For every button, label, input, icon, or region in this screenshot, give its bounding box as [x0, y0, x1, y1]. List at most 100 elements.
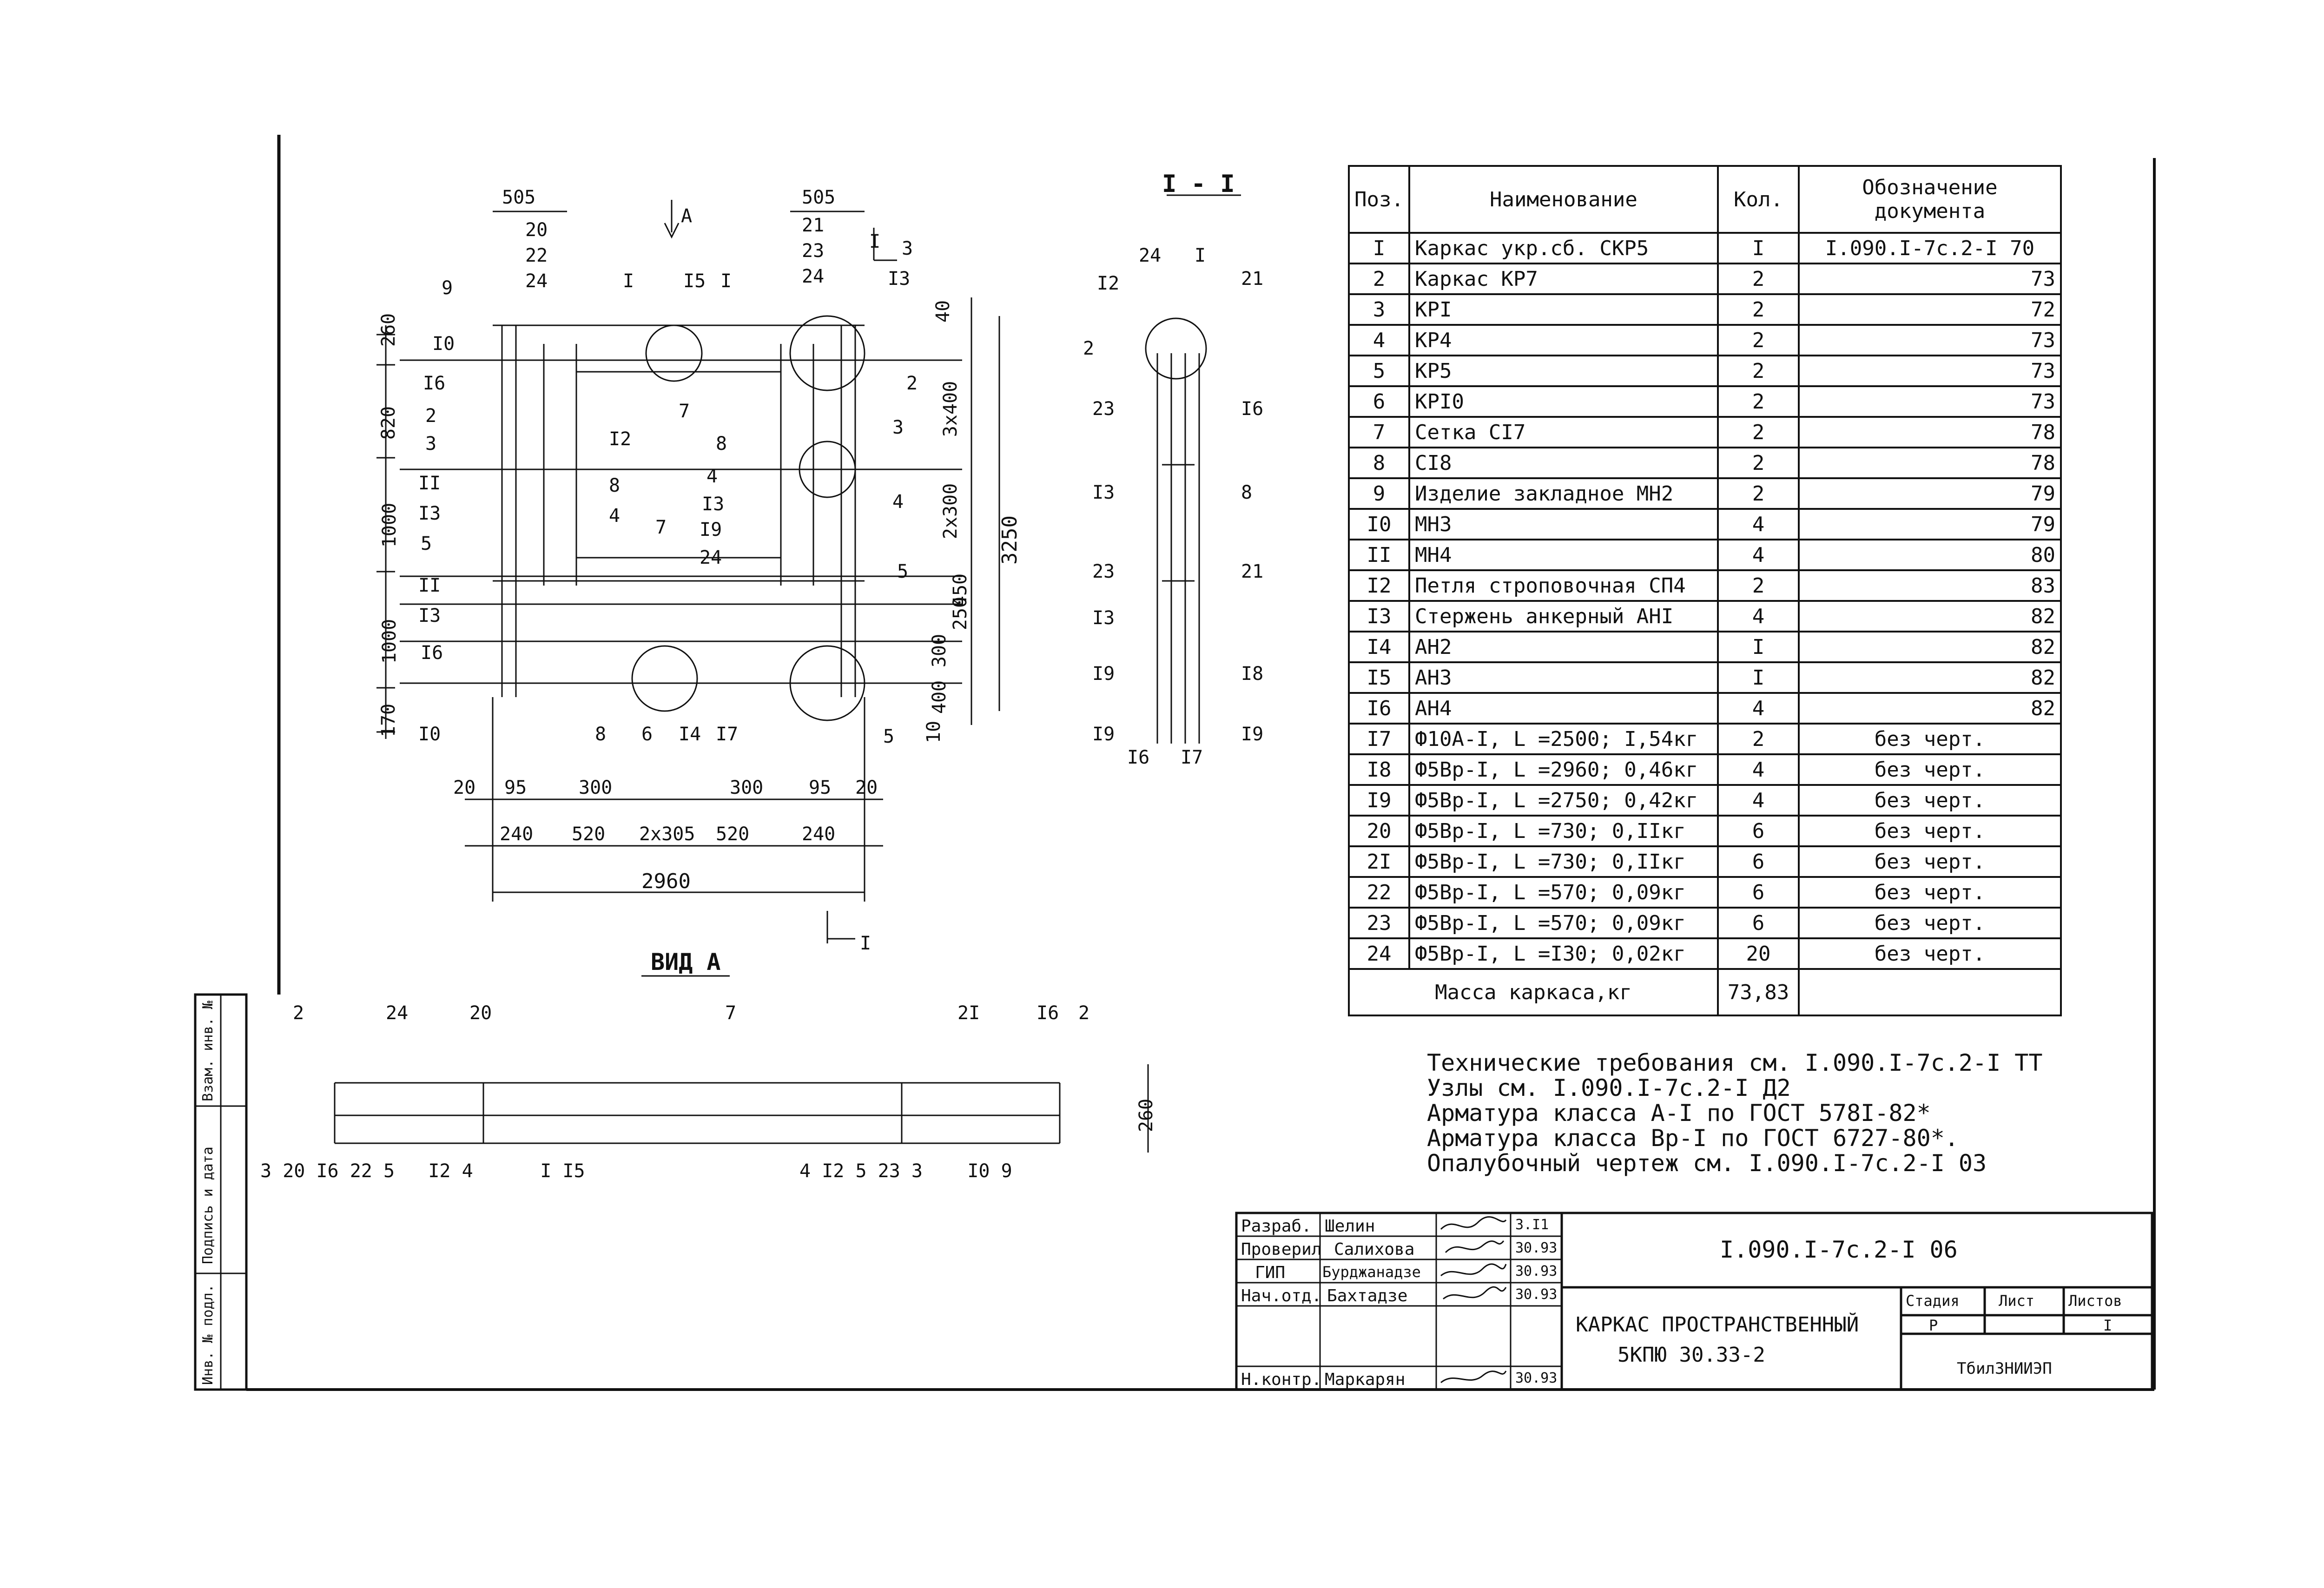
spec-doc: без черт. — [1797, 784, 2062, 817]
dim-right-7: 400 — [929, 680, 951, 714]
plan-callout-right: 5 — [897, 561, 909, 582]
dim-left-1: 260 — [378, 313, 400, 347]
tb-name: Салихова — [1334, 1240, 1415, 1259]
section-callout-right: I8 — [1241, 663, 1264, 685]
view-callout-bottom: 5 — [383, 1160, 395, 1182]
view-callout-bottom: I2 — [822, 1160, 845, 1182]
view-height-dim: 260 — [1136, 1098, 1157, 1133]
section-callout-left: 23 — [1092, 561, 1115, 582]
spec-name: АН4 — [1408, 692, 1719, 725]
dim-right-3: 2x300 — [940, 483, 962, 540]
plan-callout-left: II — [418, 473, 441, 494]
spec-doc: 73 — [1797, 263, 2062, 295]
plan-callout-inner: I3 — [702, 494, 725, 515]
spec-name: Ф5Вр-I, L =I30; 0,02кг — [1408, 937, 1719, 970]
dim-top-left: 505 — [502, 187, 536, 208]
tb-role: ГИП — [1255, 1263, 1286, 1282]
spec-doc: I.090.I-7c.2-I 70 — [1797, 232, 2062, 264]
spec-qty: 2 — [1717, 447, 1800, 479]
spec-qty: 4 — [1717, 692, 1800, 725]
spec-pos: I0 — [1348, 508, 1410, 540]
spec-name: КР5 — [1408, 355, 1719, 387]
tb-date: 3.I1 — [1515, 1217, 1549, 1233]
view-callout-bottom: I — [540, 1160, 552, 1182]
sheets-label: Листов — [2068, 1292, 2122, 1310]
spec-qty: 4 — [1717, 600, 1800, 633]
spec-pos: I8 — [1348, 753, 1410, 786]
plan-callout-bottom: I4 — [679, 724, 701, 745]
spec-doc: без черт. — [1797, 937, 2062, 970]
sheet-label: Лист — [1999, 1292, 2035, 1310]
section-callout-left: I6 — [1127, 747, 1150, 768]
spec-name: Изделие закладное МН2 — [1408, 477, 1719, 510]
stack-right-1: 21 — [802, 215, 825, 236]
spec-doc: без черт. — [1797, 723, 2062, 755]
spec-doc: 82 — [1797, 631, 2062, 663]
sheet-title-line2: 5КПЮ 30.33-2 — [1618, 1343, 1765, 1367]
plan-callout-left: I3 — [418, 503, 441, 524]
spec-name: Ф10А-I, L =2500; I,54кг — [1408, 723, 1719, 755]
dim-bottom-2-1: 240 — [500, 824, 534, 845]
header-doc: Обозначение документа — [1797, 165, 2062, 234]
spec-name: КРI — [1408, 293, 1719, 326]
spec-name: CI8 — [1408, 447, 1719, 479]
mass-label: Масса каркаса,кг — [1348, 968, 1719, 1016]
spec-doc: 73 — [1797, 324, 2062, 356]
view-callout-top: 2I — [957, 1002, 980, 1024]
spec-pos: 3 — [1348, 293, 1410, 326]
spec-name: Ф5Вр-I, L =730; 0,IIкг — [1408, 815, 1719, 847]
section-callout-right: 21 — [1241, 561, 1264, 582]
section-callout-right: 24 — [1139, 245, 1162, 266]
spec-pos: 8 — [1348, 447, 1410, 479]
spec-qty: 2 — [1717, 477, 1800, 510]
spec-qty: 2 — [1717, 569, 1800, 602]
tb-name: Бахтадзе — [1327, 1286, 1408, 1305]
spec-name: Петля строповочная СП4 — [1408, 569, 1719, 602]
spec-doc: 79 — [1797, 508, 2062, 540]
dim-left-4: 1000 — [379, 619, 401, 664]
spec-doc: 78 — [1797, 416, 2062, 448]
view-callout-bottom: 9 — [1001, 1160, 1012, 1182]
dim-bottom-1-6: 20 — [855, 777, 878, 798]
plan-callout-inner: 7 — [655, 517, 667, 538]
technical-notes: Технические требования см. I.090.I-7c.2-… — [1427, 1050, 2043, 1176]
plan-callout-inner: I5 — [683, 270, 706, 292]
plan-view — [376, 200, 1000, 943]
view-callout-bottom: I0 — [967, 1160, 990, 1182]
signatures — [1440, 1216, 1507, 1384]
plan-callout-inner: 8 — [716, 433, 727, 455]
spec-doc: 73 — [1797, 385, 2062, 418]
plan-callout-inner: I9 — [700, 519, 722, 540]
spec-name: КР4 — [1408, 324, 1719, 356]
spec-doc: без черт. — [1797, 753, 2062, 786]
plan-callout-right: 2 — [906, 373, 918, 394]
plan-callout-inner: I — [623, 270, 634, 292]
section-callout-left: I9 — [1092, 724, 1115, 745]
plan-callout-bottom: 8 — [595, 724, 607, 745]
dim-bottom-1-3: 300 — [579, 777, 613, 798]
view-callout-top: 7 — [725, 1002, 737, 1024]
stack-left-3: 24 — [525, 270, 548, 292]
view-callouts-bottom-right: 4 I2 5 23 3 I0 9 — [799, 1162, 1012, 1180]
view-callout-bottom: I2 — [428, 1160, 451, 1182]
mass-empty — [1797, 968, 2062, 1016]
dim-bottom-1-5: 95 — [809, 777, 832, 798]
dim-left-2: 820 — [378, 406, 400, 440]
spec-pos: I4 — [1348, 631, 1410, 663]
spec-qty: 4 — [1717, 753, 1800, 786]
side-stamp-label: Инв. № подл. — [200, 1284, 216, 1385]
spec-name: МН4 — [1408, 539, 1719, 571]
tb-date: 30.93 — [1515, 1240, 1558, 1256]
spec-qty: 2 — [1717, 723, 1800, 755]
dim-bottom-2-2: 520 — [572, 824, 606, 845]
plan-callout-inner: I — [720, 270, 732, 292]
section-callout-left: 2 — [1083, 338, 1095, 359]
